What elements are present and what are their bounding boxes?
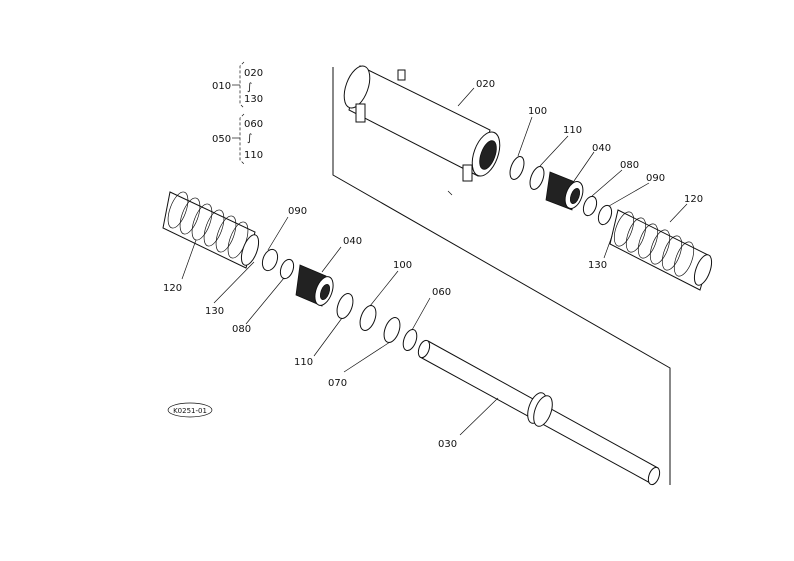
part-090-lower-ring: [261, 248, 279, 272]
callout-100-upper: 100: [528, 106, 547, 117]
legend-group-050: 050 060 ∫ 110: [212, 113, 263, 165]
callout-100-lower: 100: [393, 260, 412, 271]
callout-120-lower: 120: [163, 283, 182, 294]
part-110-upper-ring: [529, 166, 545, 190]
assembly-panel-outline: [332, 67, 671, 485]
callout-020: 020: [476, 79, 495, 90]
legend-010-from: 020: [244, 68, 263, 79]
callout-060: 060: [432, 287, 451, 298]
part-120-upper-boot: [609, 209, 713, 291]
callout-080-lower: 080: [232, 324, 251, 335]
legend-010-number: 010: [212, 81, 231, 92]
callout-130-upper: 130: [588, 260, 607, 271]
part-120-lower-boot: [162, 191, 260, 269]
part-090-upper-ring: [597, 204, 613, 226]
part-060-oring: [402, 328, 418, 352]
part-100-lower-oring: [359, 305, 377, 331]
callout-070: 070: [328, 378, 347, 389]
part-040-lower-gland: [295, 264, 334, 307]
callout-040-upper: 040: [592, 143, 611, 154]
part-040-upper-gland: [545, 171, 584, 211]
part-080-lower-ring: [279, 258, 295, 280]
legend-010-to: 130: [244, 94, 263, 105]
legend-050-to: 110: [244, 150, 263, 161]
callout-110-lower: 110: [294, 357, 313, 368]
callout-120-upper: 120: [684, 194, 703, 205]
callout-090-upper: 090: [646, 173, 665, 184]
callout-090-lower: 090: [288, 206, 307, 217]
legend-050-from: 060: [244, 119, 263, 130]
legend-group-010: 010 020 ∫ 130: [212, 61, 263, 109]
part-110-lower-ring: [336, 293, 354, 319]
callout-040-lower: 040: [343, 236, 362, 247]
drawing-id-text: K0251-01: [173, 407, 207, 415]
legend-010-range-symbol: ∫: [247, 82, 252, 93]
part-030-piston-rod: [417, 339, 661, 486]
callout-030: 030: [438, 439, 457, 450]
legend-050-number: 050: [212, 134, 231, 145]
part-100-upper-oring: [509, 156, 525, 180]
part-080-upper-ring: [582, 195, 598, 217]
part-020-cylinder-tube: [343, 65, 501, 196]
leader-lines: [181, 87, 688, 436]
legend-050-range-symbol: ∫: [247, 133, 252, 144]
drawing-id-stamp: K0251-01: [167, 402, 213, 418]
callout-080-upper: 080: [620, 160, 639, 171]
part-070-ring: [383, 317, 401, 343]
callout-110-upper: 110: [563, 125, 582, 136]
callout-130-lower: 130: [205, 306, 224, 317]
